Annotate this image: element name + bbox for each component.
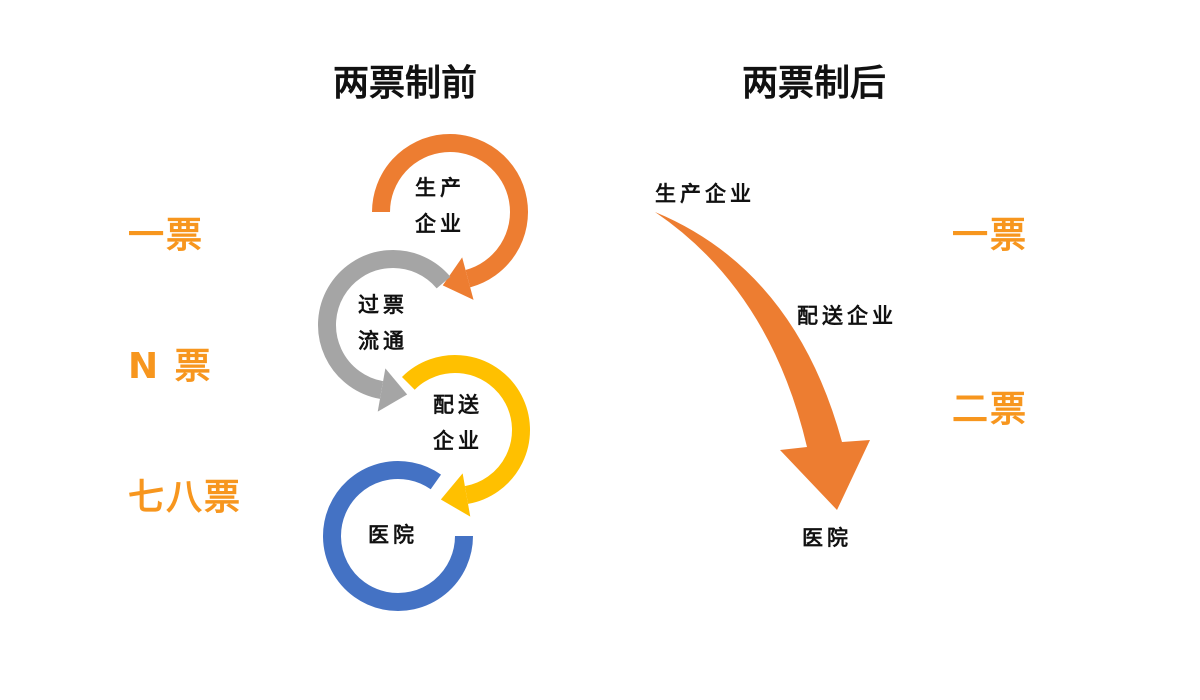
- curved-arrow-production-to-hospital: [655, 212, 870, 510]
- node-production-enterprise: 生产 企业: [415, 170, 465, 242]
- node-text: 企业: [415, 212, 465, 236]
- title-after: 两票制后: [742, 63, 887, 104]
- label-right-two-tickets: 二票: [952, 389, 1029, 430]
- arc-arrow-distribution-head: [440, 473, 471, 517]
- arc-arrow-distribution: [401, 355, 530, 504]
- node-text: 生产: [415, 176, 465, 200]
- after-node-distribution: 配送企业: [797, 304, 897, 328]
- after-node-hospital: 医院: [802, 526, 852, 550]
- node-distribution-enterprise: 配送 企业: [433, 387, 483, 459]
- label-seven-eight-tickets: 七八票: [128, 477, 243, 518]
- arc-arrow-production-head: [442, 257, 474, 300]
- node-intermediate-circulation: 过票 流通: [358, 287, 408, 359]
- arc-arrow-production: [372, 134, 528, 288]
- node-text: 企业: [433, 429, 483, 453]
- node-text: 配送: [433, 393, 483, 417]
- title-before: 两票制前: [333, 63, 478, 104]
- label-one-ticket: 一票: [128, 215, 205, 256]
- after-node-production: 生产企业: [655, 182, 755, 206]
- arc-arrow-circulation-head: [377, 368, 408, 412]
- arc-hospital: [323, 461, 473, 611]
- node-text: 医院: [368, 523, 418, 547]
- node-text: 过票: [358, 293, 408, 317]
- label-n-tickets: N 票: [128, 346, 213, 387]
- node-text: 流通: [358, 329, 408, 353]
- arc-arrow-circulation: [318, 250, 451, 399]
- label-right-one-ticket: 一票: [952, 215, 1029, 256]
- node-hospital: 医院: [368, 517, 418, 553]
